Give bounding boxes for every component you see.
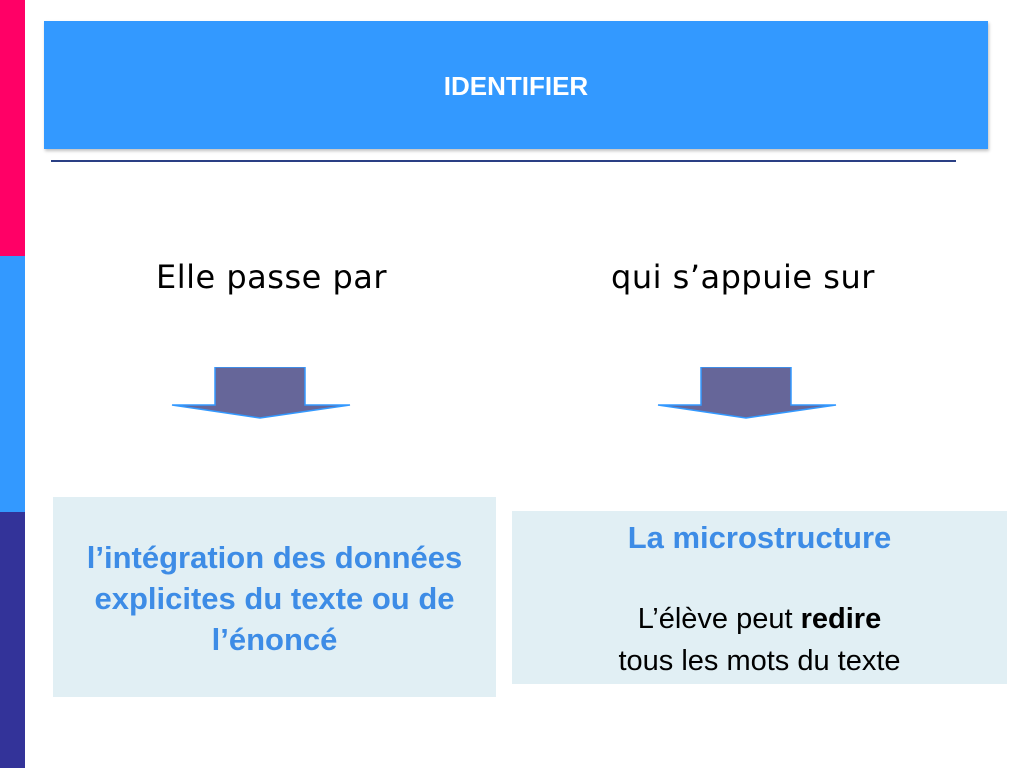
right-box-line-prefix: L’élève peut <box>637 603 801 635</box>
right-box-line-1: L’élève peut redire <box>512 603 1007 636</box>
left-box-line: l’énoncé <box>211 622 338 657</box>
right-box-heading: La microstructure <box>627 520 892 555</box>
right-column-label: qui s’appuie sur <box>611 258 875 296</box>
divider-line <box>51 160 956 162</box>
left-column-label: Elle passe par <box>156 258 388 296</box>
left-box-line: explicites du texte ou de <box>94 581 455 616</box>
side-accent-pink <box>0 0 25 256</box>
right-content-box: La microstructure L’élève peut redire to… <box>512 511 1007 684</box>
left-box-line: l’intégration des données <box>86 540 463 575</box>
side-accent-navy <box>0 512 25 768</box>
title-banner: IDENTIFIER <box>44 21 988 149</box>
down-arrow-icon <box>657 367 837 419</box>
left-content-box: l’intégration des données explicites du … <box>53 497 496 697</box>
down-arrow-icon <box>171 367 351 419</box>
side-accent-blue <box>0 256 25 512</box>
left-box-text: l’intégration des données explicites du … <box>53 537 496 660</box>
right-box-line-bold: redire <box>800 603 882 635</box>
right-box-line-2: tous les mots du texte <box>618 645 901 677</box>
page-title: IDENTIFIER <box>443 71 589 101</box>
